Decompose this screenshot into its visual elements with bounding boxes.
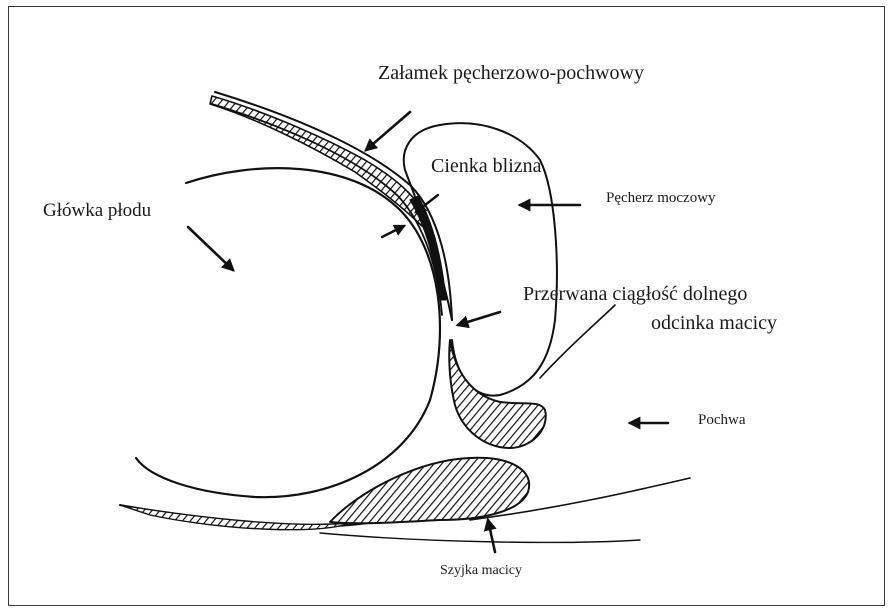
label-scar: Cienka blizna [431,155,542,178]
head-arrow [188,227,233,270]
label-vagina: Pochwa [698,412,746,429]
label-cervix: Szyjka macicy [440,563,522,579]
label-rupture-line2: odcinka macicy [651,312,777,335]
cervix-shape [330,458,529,523]
rupture-arrow [458,312,500,325]
fold-arrow [366,112,410,150]
label-head: Główka płodu [43,200,151,222]
label-bladder: Pęcherz moczowy [606,190,716,207]
posterior-wall-band [120,505,350,530]
label-rupture-line1: Przerwana ciągłość dolnego [523,283,747,306]
scar-arrow-2 [382,226,404,237]
fetal-head-outline [136,168,440,497]
cervix-arrow [488,520,495,552]
label-fold: Załamek pęcherzowo-pochwowy [378,62,644,85]
vaginal-floor [320,533,640,542]
lower-segment-hatched [449,340,546,448]
